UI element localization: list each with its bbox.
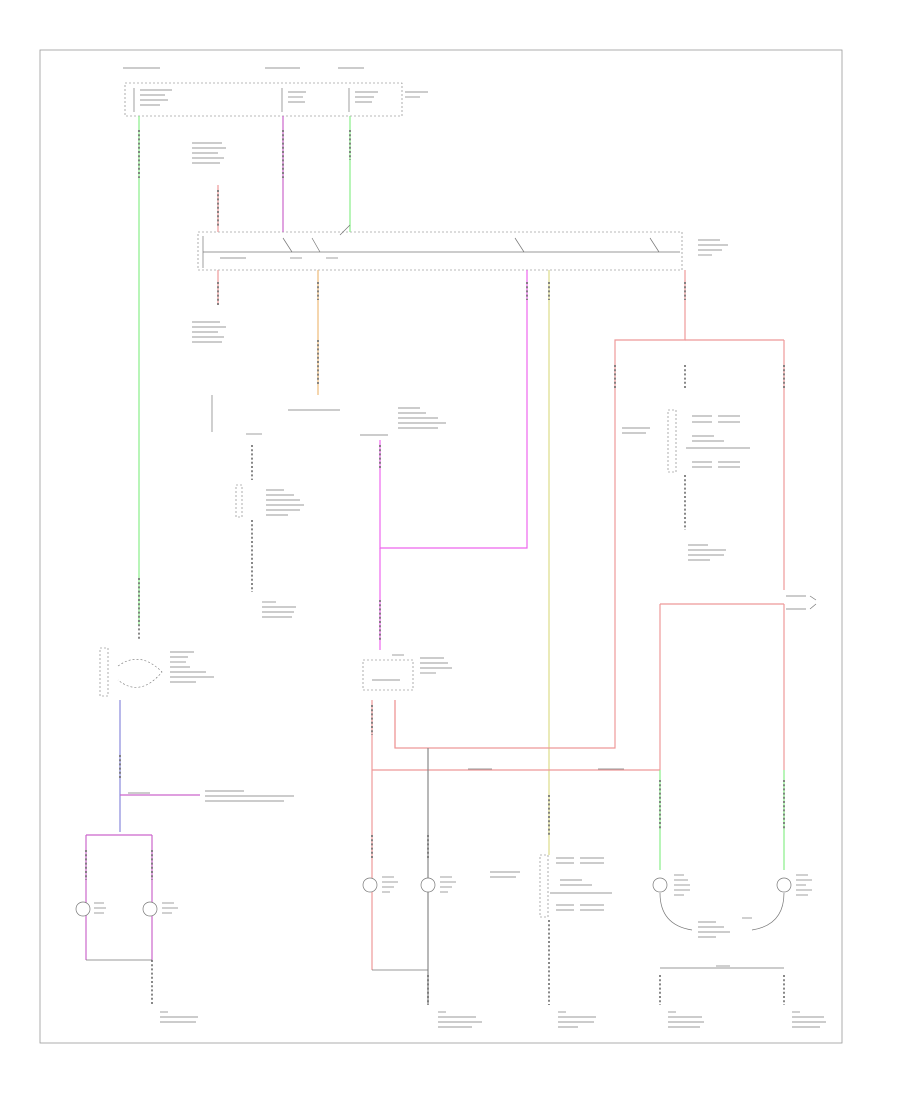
wire-magenta [379,270,528,549]
wire-pink-right [394,270,686,749]
lamp-1-bulb [75,901,91,917]
lamp-2-bulb [142,901,158,917]
top-connector-box [124,82,403,117]
relay-bus [197,231,728,271]
diagram-border [39,49,843,1044]
lamp-4-bulb [420,877,436,893]
lamp-6-bulb [776,877,792,893]
top-connector-group [123,67,428,117]
lamp-5-bulb [652,877,668,893]
lamp-3-bulb [362,877,378,893]
